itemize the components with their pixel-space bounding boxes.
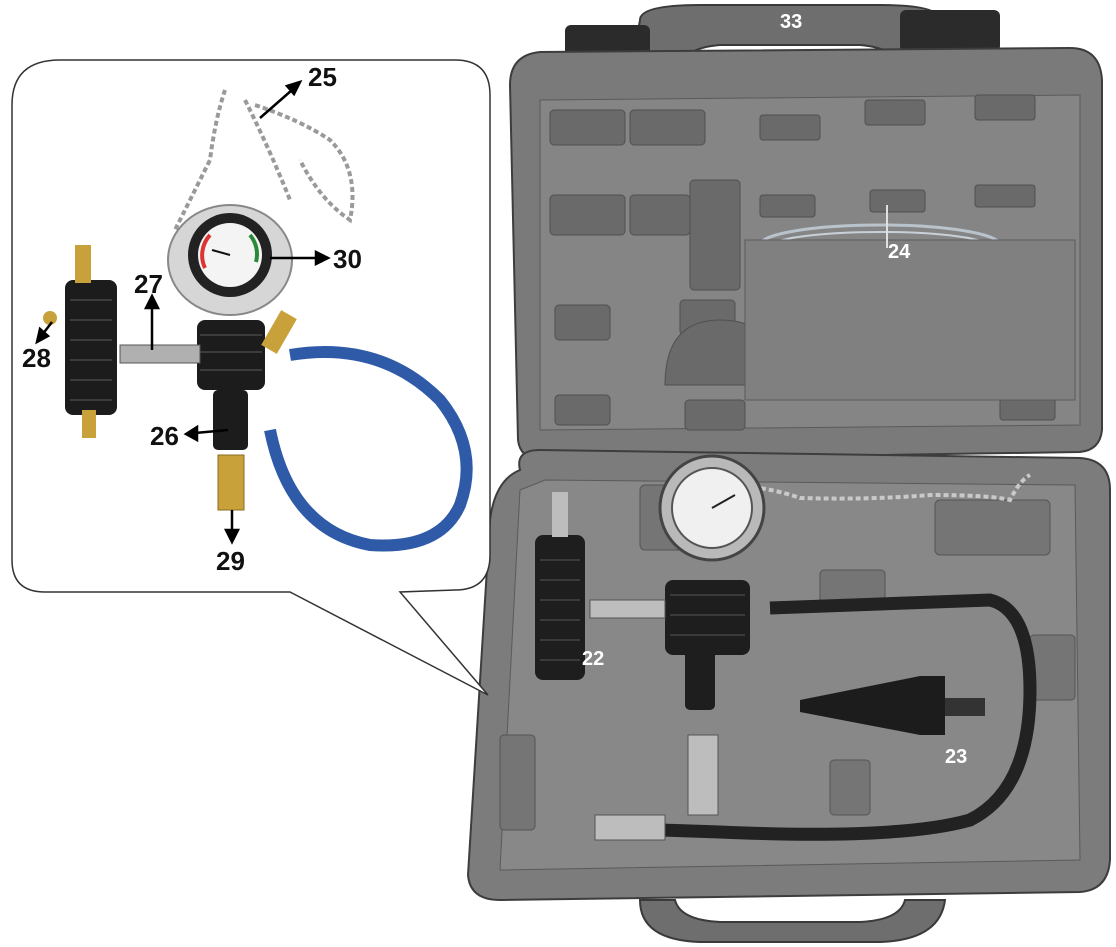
label-26: 26 [150, 421, 179, 451]
label-28: 28 [22, 343, 51, 373]
detail-center-body [197, 320, 265, 390]
latch-right [900, 10, 1000, 52]
case-manifold-left [535, 535, 585, 680]
label-33: 33 [780, 11, 802, 33]
number-labels: 33 24 22 23 25 30 27 28 26 29 [22, 11, 967, 768]
label-29: 29 [216, 546, 245, 576]
case-base [466, 448, 1111, 943]
detail-blue-hose [264, 346, 473, 552]
leader-arrows [35, 79, 331, 545]
label-27: 27 [134, 269, 163, 299]
case-hose [599, 593, 1037, 841]
callout-detail [43, 89, 473, 552]
label-23: 23 [945, 746, 967, 768]
label-24: 24 [888, 241, 911, 263]
label-30: 30 [333, 244, 362, 274]
label-25: 25 [308, 62, 337, 92]
case-lid [508, 4, 1103, 462]
label-22: 22 [582, 648, 604, 670]
case-handle-bottom [638, 899, 947, 943]
detail-left-body [65, 280, 117, 415]
detail-chain [173, 89, 355, 231]
lid-recesses [549, 94, 1056, 431]
cone-adapter [800, 676, 945, 735]
